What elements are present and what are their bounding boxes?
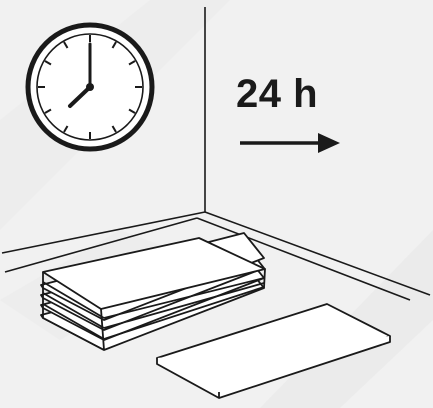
wall-clock-icon: [28, 25, 152, 149]
duration-label: 24 h: [236, 70, 318, 118]
clock-center: [86, 83, 94, 91]
